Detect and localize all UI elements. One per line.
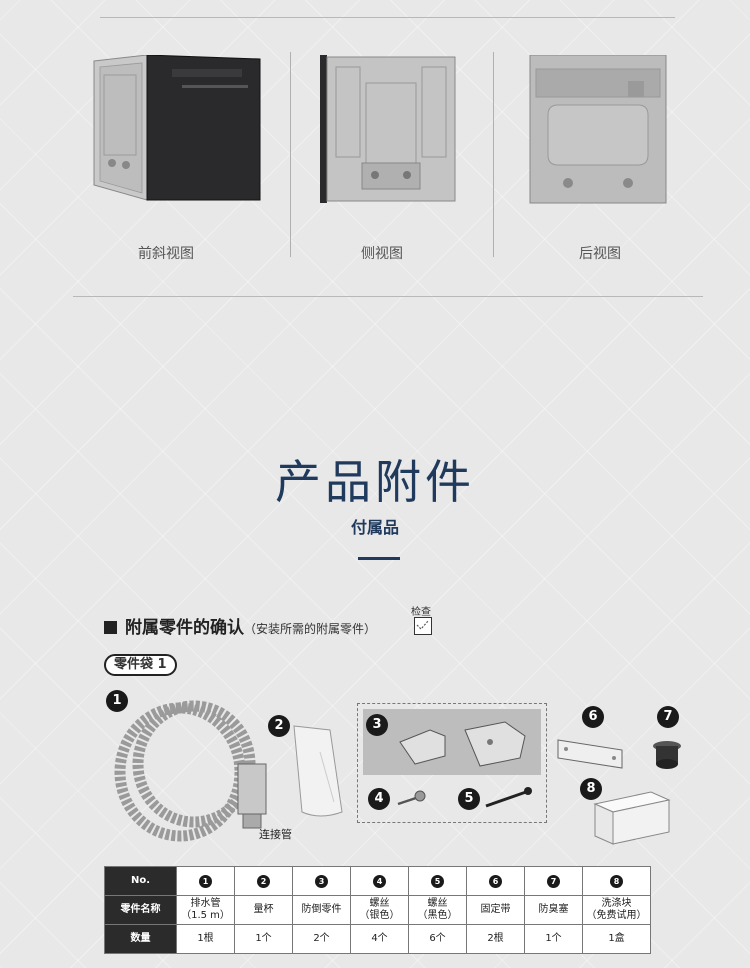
table-cell-no: 4 <box>350 866 409 896</box>
black-screw-image <box>485 787 532 808</box>
table-cell-qty: 1个 <box>524 924 583 954</box>
accessory-heading: 附属零件的确认（安装所需的附属零件） <box>104 613 376 638</box>
square-bullet-icon <box>104 621 117 634</box>
table-cell-name: 固定带 <box>466 895 525 925</box>
table-header-qty: 数量 <box>104 924 177 954</box>
section-title: 产品附件 <box>275 455 475 509</box>
table-cell-no: 3 <box>292 866 351 896</box>
table-cell-qty: 1个 <box>234 924 293 954</box>
drain-hose-image <box>114 700 267 842</box>
table-row-qty: 数量 1根 1个 2个 4个 6个 2根 1个 1盒 <box>104 924 651 954</box>
accessory-heading-note: （安装所需的附属零件） <box>244 622 377 636</box>
check-mark-icon <box>416 620 429 630</box>
measuring-cup-image <box>293 725 343 817</box>
table-cell-name: 防倒零件 <box>292 895 351 925</box>
table-cell-qty: 6个 <box>408 924 467 954</box>
part-number-8: 8 <box>580 778 602 800</box>
view-divider-1 <box>290 52 291 257</box>
table-cell-no: 7 <box>524 866 583 896</box>
title-underline <box>358 557 400 560</box>
views-bottom-divider <box>73 296 703 297</box>
table-cell-name: 量杯 <box>234 895 293 925</box>
check-label: 检查 <box>411 607 431 618</box>
table-cell-no: 8 <box>582 866 651 896</box>
table-cell-name: 排水管（1.5 m） <box>176 895 235 925</box>
table-header-no: No. <box>104 866 177 896</box>
table-cell-qty: 2根 <box>466 924 525 954</box>
anti-tip-bracket-image <box>399 721 526 767</box>
table-cell-qty: 1根 <box>176 924 235 954</box>
table-cell-no: 6 <box>466 866 525 896</box>
part-number-5: 5 <box>458 788 480 810</box>
table-cell-qty: 4个 <box>350 924 409 954</box>
dishwasher-side-image <box>320 55 456 203</box>
view-label-side: 侧视图 <box>361 246 403 262</box>
table-cell-no: 5 <box>408 866 467 896</box>
table-cell-no: 1 <box>176 866 235 896</box>
part-number-4: 4 <box>368 788 390 810</box>
fixing-strap-image <box>557 739 623 769</box>
table-cell-name: 螺丝（银色） <box>350 895 409 925</box>
table-cell-name: 螺丝（黑色） <box>408 895 467 925</box>
view-label-back: 后视图 <box>579 246 621 262</box>
table-cell-name: 洗涤块（免费试用） <box>582 895 651 925</box>
dishwasher-front-oblique-image <box>93 55 261 201</box>
check-box[interactable] <box>414 617 432 635</box>
accessory-heading-text: 附属零件的确认 <box>125 618 244 638</box>
table-cell-qty: 2个 <box>292 924 351 954</box>
table-cell-no: 2 <box>234 866 293 896</box>
detergent-box-image <box>593 791 671 845</box>
parts-bag-tag: 零件袋 1 <box>104 654 177 676</box>
connector-label: 连接管 <box>259 828 292 841</box>
odor-stopper-image <box>653 741 681 769</box>
part-number-2: 2 <box>268 715 290 737</box>
parts-table: No. 1 2 3 4 5 6 7 8 零件名称 排水管（1.5 m） 量杯 防… <box>104 866 651 954</box>
section-subtitle: 付属品 <box>350 518 399 537</box>
top-divider <box>100 17 675 18</box>
table-row-name: 零件名称 排水管（1.5 m） 量杯 防倒零件 螺丝（银色） 螺丝（黑色） 固定… <box>104 895 651 925</box>
table-cell-qty: 1盒 <box>582 924 651 954</box>
part-number-3: 3 <box>366 714 388 736</box>
part-number-1: 1 <box>106 690 128 712</box>
view-divider-2 <box>493 52 494 257</box>
part-number-7: 7 <box>657 706 679 728</box>
silver-screw-image <box>397 790 426 806</box>
view-label-front: 前斜视图 <box>138 246 194 262</box>
parts-group-box <box>357 703 547 823</box>
part-number-6: 6 <box>582 706 604 728</box>
table-header-name: 零件名称 <box>104 895 177 925</box>
dishwasher-back-image <box>529 55 667 204</box>
table-row-no: No. 1 2 3 4 5 6 7 8 <box>104 866 651 896</box>
table-cell-name: 防臭塞 <box>524 895 583 925</box>
